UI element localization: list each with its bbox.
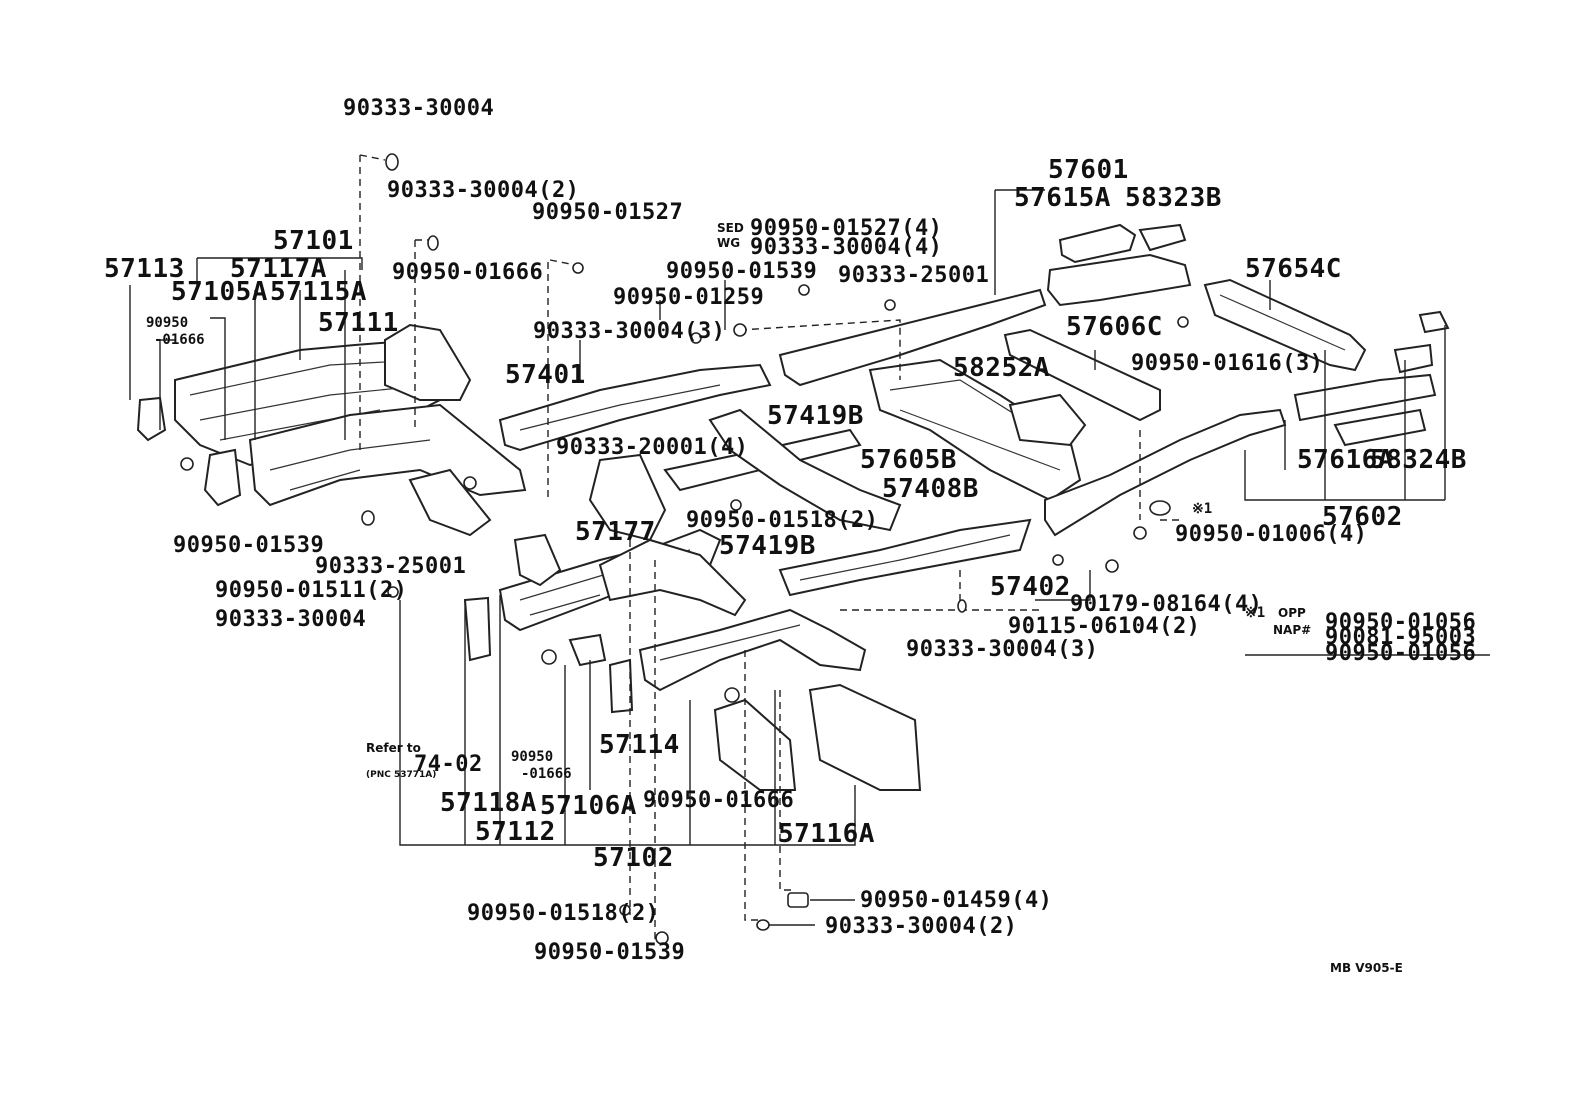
floor-side-members bbox=[498, 363, 1032, 597]
label-57118a: 57118A bbox=[440, 788, 537, 818]
label-90950-01056-b: 90950-01056 bbox=[1325, 641, 1477, 666]
label-90950-01006: 90950-01006(4) bbox=[1175, 522, 1368, 547]
label-57419b-b: 57419B bbox=[719, 531, 816, 561]
label-nap: NAP# bbox=[1273, 623, 1312, 637]
label-57401: 57401 bbox=[505, 360, 586, 390]
label-57115a: 57115A bbox=[270, 277, 367, 307]
label-sed: SED bbox=[717, 221, 744, 235]
label-90333-30004-2-top: 90333-30004(2) bbox=[387, 178, 580, 203]
label-57106a: 57106A bbox=[540, 791, 637, 821]
label-90950-small: 90950 bbox=[146, 315, 189, 331]
label-90950-01616: 90950-01616(3) bbox=[1131, 351, 1324, 376]
label-57113: 57113 bbox=[104, 254, 185, 284]
label-90950-01259: 90950-01259 bbox=[613, 285, 765, 310]
label-90950-small-b: 90950 bbox=[511, 749, 554, 765]
label-90115-06104: 90115-06104(2) bbox=[1008, 614, 1201, 639]
label-57602: 57602 bbox=[1322, 502, 1403, 532]
label-90333-25001-b: 90333-25001 bbox=[838, 263, 990, 288]
label-90950-01511: 90950-01511(2) bbox=[215, 578, 408, 603]
label-opp: OPP bbox=[1278, 606, 1306, 620]
label-57616a: 57616A bbox=[1297, 445, 1394, 475]
label-star1-b: ※1 bbox=[1245, 605, 1266, 621]
label-90950-01539-c: 90950-01539 bbox=[534, 940, 686, 965]
label-star1: ※1 bbox=[1192, 501, 1213, 517]
fasteners bbox=[180, 153, 1189, 945]
front-floor-side-member-lower bbox=[638, 608, 922, 791]
label-57117a: 57117A bbox=[230, 254, 327, 284]
label-90950-01539-b: 90950-01539 bbox=[666, 259, 818, 284]
label-90333-30004-c: 90333-30004 bbox=[215, 607, 367, 632]
label-57615a: 57615A bbox=[1014, 183, 1111, 213]
label-90950-01666-top: 90950-01666 bbox=[392, 260, 544, 285]
label-57601: 57601 bbox=[1048, 155, 1129, 185]
label-57102: 57102 bbox=[593, 843, 674, 873]
label-90081-95003: 90081-95003 bbox=[1325, 625, 1477, 650]
label-90333-30004-3a: 90333-30004(3) bbox=[533, 319, 726, 344]
front-side-member-left bbox=[136, 323, 527, 537]
label-90333-30004-2b: 90333-30004(2) bbox=[825, 914, 1018, 939]
label-ref-page: 74-02 bbox=[414, 752, 483, 777]
label-57419b-a: 57419B bbox=[767, 401, 864, 431]
leader-lines bbox=[129, 154, 1490, 940]
label-90179-08164: 90179-08164(4) bbox=[1070, 592, 1263, 617]
label-90950-01518-a: 90950-01518(2) bbox=[686, 508, 879, 533]
label-01666-small: -01666 bbox=[154, 332, 205, 348]
label-57402: 57402 bbox=[990, 572, 1071, 602]
label-90950-01459: 90950-01459(4) bbox=[860, 888, 1053, 913]
label-90950-01527: 90950-01527 bbox=[532, 200, 684, 225]
label-90950-01518-b: 90950-01518(2) bbox=[467, 901, 660, 926]
label-90950-01056-a: 90950-01056 bbox=[1325, 610, 1477, 635]
label-90333-30004-4: 90333-30004(4) bbox=[750, 235, 943, 260]
label-90333-30004-3b: 90333-30004(3) bbox=[906, 637, 1099, 662]
label-wg: WG bbox=[717, 236, 741, 250]
label-57116a: 57116A bbox=[778, 819, 875, 849]
label-58252a: 58252A bbox=[953, 353, 1050, 383]
label-57112: 57112 bbox=[475, 817, 556, 847]
label-90333-25001-a: 90333-25001 bbox=[315, 554, 467, 579]
front-floor-cross-member bbox=[463, 528, 747, 714]
label-57408b: 57408B bbox=[882, 474, 979, 504]
label-90950-01527-4: 90950-01527(4) bbox=[750, 216, 943, 241]
label-57177: 57177 bbox=[575, 517, 656, 547]
label-pnc: (PNC 53771A) bbox=[366, 770, 437, 780]
label-57606c: 57606C bbox=[1066, 312, 1163, 342]
label-57605b: 57605B bbox=[860, 445, 957, 475]
label-57114: 57114 bbox=[599, 730, 680, 760]
label-58323b: 58323B bbox=[1125, 183, 1222, 213]
label-01666-small-b: -01666 bbox=[521, 766, 572, 782]
label-57101: 57101 bbox=[273, 226, 354, 256]
label-refer-to: Refer to bbox=[366, 741, 421, 755]
rear-floor-members bbox=[778, 223, 1287, 537]
label-58324b: 58324B bbox=[1370, 445, 1467, 475]
label-90950-01539-a: 90950-01539 bbox=[173, 533, 325, 558]
label-90333-30004-top: 90333-30004 bbox=[343, 96, 495, 121]
label-90333-20001: 90333-20001(4) bbox=[556, 435, 749, 460]
label-57111: 57111 bbox=[318, 308, 399, 338]
rear-side-members-right bbox=[1203, 278, 1450, 447]
diagram-code: MB V905-E bbox=[1330, 961, 1403, 975]
label-57654c: 57654C bbox=[1245, 254, 1342, 284]
label-57105a: 57105A bbox=[171, 277, 268, 307]
label-90950-01666-b: 90950-01666 bbox=[643, 788, 795, 813]
